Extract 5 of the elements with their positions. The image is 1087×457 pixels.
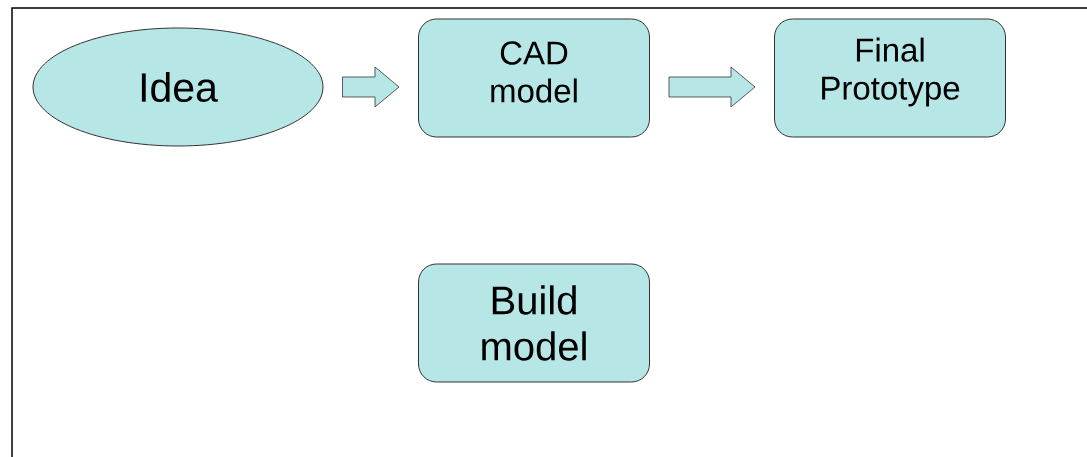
- process-box: Build model: [418, 263, 650, 383]
- block-arrow: [342, 66, 400, 108]
- process-box: CAD model: [418, 18, 650, 138]
- process-box: Final Prototype: [774, 18, 1006, 138]
- block-arrow: [668, 66, 756, 108]
